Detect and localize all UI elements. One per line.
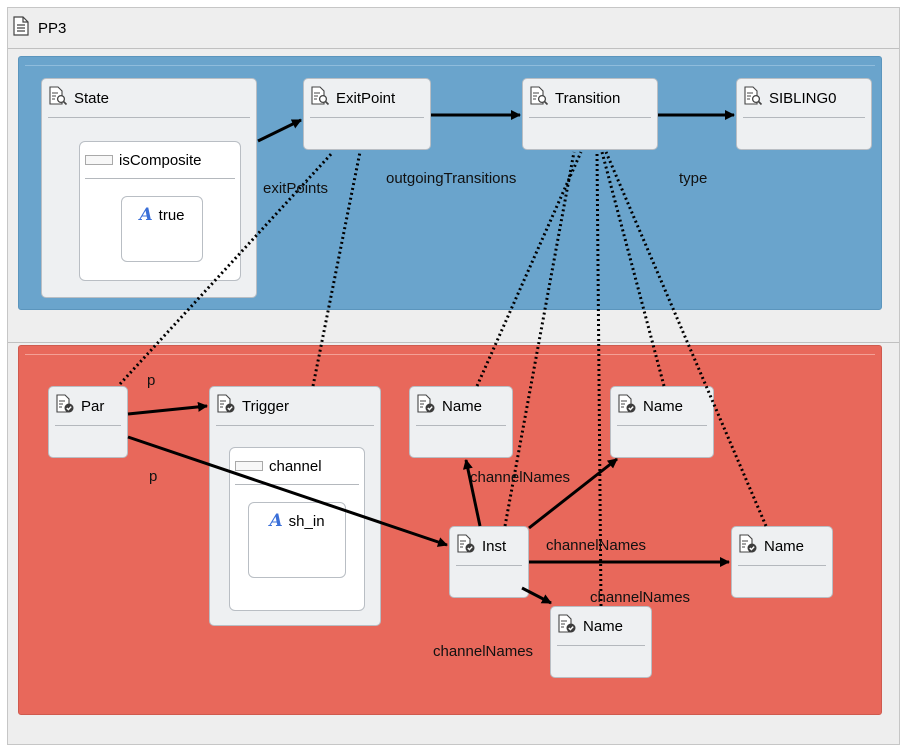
node-label: SIBLING0 bbox=[769, 89, 837, 107]
edge-label-p-inst: p bbox=[149, 468, 158, 485]
edge-label-channelnames-3: channelNames bbox=[590, 589, 691, 606]
check-document-icon bbox=[557, 614, 577, 638]
check-document-icon bbox=[456, 534, 476, 558]
edge-label-channelnames-4: channelNames bbox=[433, 643, 534, 660]
string-value-icon: A bbox=[269, 511, 283, 531]
node-label: State bbox=[74, 89, 110, 107]
header-divider bbox=[8, 48, 899, 49]
node-label: Inst bbox=[482, 537, 507, 555]
section-divider bbox=[8, 342, 899, 343]
query-icon bbox=[743, 86, 763, 110]
attribute-label: isComposite bbox=[119, 151, 202, 169]
edge-label-type: type bbox=[679, 170, 708, 187]
value-label: sh_in bbox=[288, 512, 325, 530]
node-label: Name bbox=[442, 397, 483, 415]
diagram-header: PP3 bbox=[8, 8, 899, 48]
node-exitpoint[interactable]: ExitPoint bbox=[303, 78, 431, 150]
attribute-icon bbox=[85, 155, 113, 165]
node-label: Transition bbox=[555, 89, 621, 107]
node-label: Trigger bbox=[242, 397, 289, 415]
edge-label-exitpoints: exitPoints bbox=[263, 180, 329, 197]
node-par[interactable]: Par bbox=[48, 386, 128, 458]
check-document-icon bbox=[416, 394, 436, 418]
document-icon bbox=[12, 16, 30, 40]
check-document-icon bbox=[55, 394, 75, 418]
node-name-3[interactable]: Name bbox=[731, 526, 833, 598]
panel-rule bbox=[25, 354, 875, 355]
node-label: Name bbox=[764, 537, 805, 555]
edge-label-channelnames-1: channelNames bbox=[470, 469, 571, 486]
query-icon bbox=[529, 86, 549, 110]
edge-label-channelnames-2: channelNames bbox=[546, 537, 647, 554]
node-name-1[interactable]: Name bbox=[409, 386, 513, 458]
panel-rule bbox=[25, 65, 875, 66]
node-label: Par bbox=[81, 397, 105, 415]
attribute-label: channel bbox=[269, 457, 322, 475]
node-name-4[interactable]: Name bbox=[550, 606, 652, 678]
value-label: true bbox=[158, 206, 185, 224]
node-label: ExitPoint bbox=[336, 89, 396, 107]
diagram-title[interactable]: PP3 bbox=[38, 19, 67, 37]
node-label: Name bbox=[583, 617, 624, 635]
check-document-icon bbox=[617, 394, 637, 418]
string-value-icon: A bbox=[139, 205, 153, 225]
check-document-icon bbox=[216, 394, 236, 418]
node-transition[interactable]: Transition bbox=[522, 78, 658, 150]
check-document-icon bbox=[738, 534, 758, 558]
node-sibling0[interactable]: SIBLING0 bbox=[736, 78, 872, 150]
query-icon bbox=[48, 86, 68, 110]
node-inst[interactable]: Inst bbox=[449, 526, 529, 598]
edge-label-outgoingtransitions: outgoingTransitions bbox=[386, 170, 517, 187]
attribute-icon bbox=[235, 461, 263, 471]
query-icon bbox=[310, 86, 330, 110]
edge-label-p-trigger: p bbox=[147, 372, 156, 389]
node-name-2[interactable]: Name bbox=[610, 386, 714, 458]
node-label: Name bbox=[643, 397, 684, 415]
